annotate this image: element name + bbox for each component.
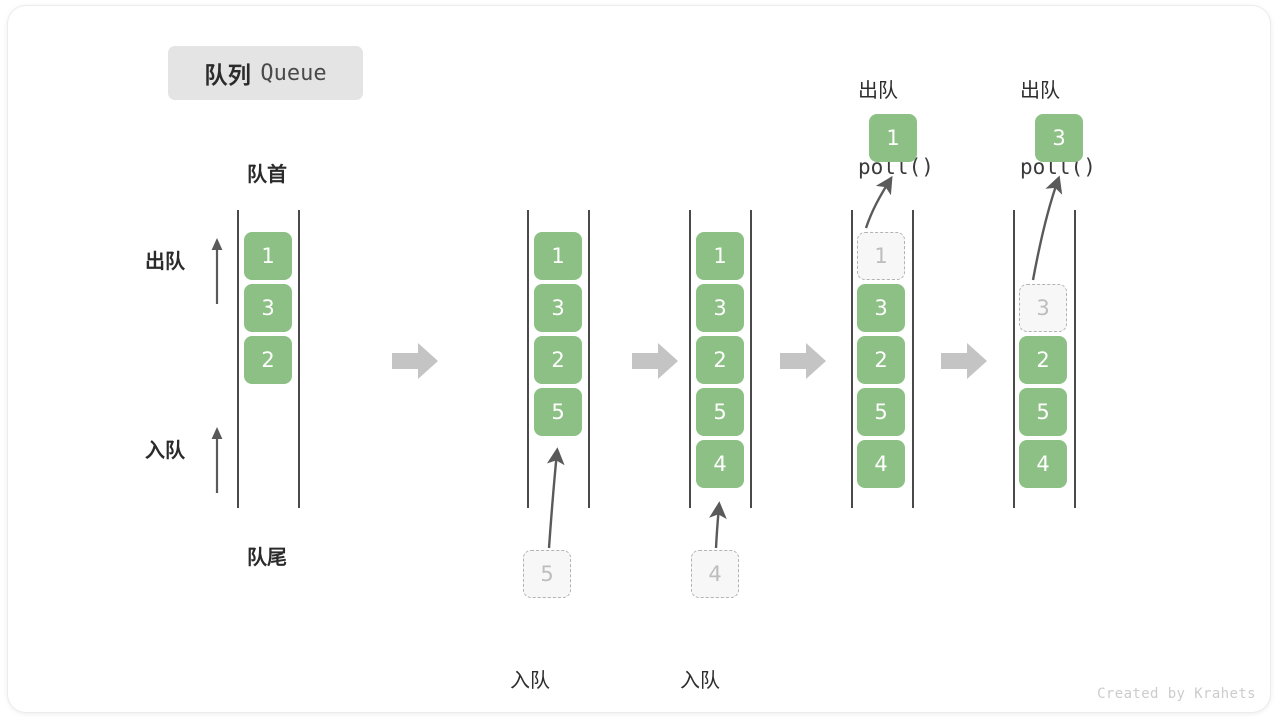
- queue-element: 1: [696, 232, 744, 280]
- title-chinese: 队列: [204, 63, 252, 89]
- incoming-ghost-element: 4: [691, 550, 739, 598]
- enqueue-direction-label: 入队: [145, 438, 185, 462]
- caption-chinese: 出队: [1020, 78, 1060, 103]
- stage-caption: 出队 poll(): [858, 30, 934, 229]
- queue-element: 4: [696, 440, 744, 488]
- stage-caption: 入队 offer(5): [510, 620, 611, 720]
- queue-element: 5: [1019, 388, 1067, 436]
- rail-right: [588, 210, 590, 508]
- queue-element: 1: [534, 232, 582, 280]
- queue-head-label: 队首: [247, 162, 287, 186]
- rail-right: [1074, 210, 1076, 508]
- enqueue-direction-arrow-icon: [211, 427, 223, 493]
- queue-element: 5: [534, 388, 582, 436]
- queue-element: 2: [857, 336, 905, 384]
- flow-arrow-icon: [392, 343, 438, 379]
- popped-element: 1: [869, 114, 917, 162]
- stage-caption: 入队 offer(4): [680, 620, 781, 720]
- title-english: Queue: [260, 60, 327, 86]
- rail-left: [527, 210, 529, 508]
- queue-element: 1: [244, 232, 292, 280]
- dequeue-direction-arrow-icon: [211, 238, 223, 304]
- rail-left: [1013, 210, 1015, 508]
- dequeue-direction-label: 出队: [145, 249, 185, 273]
- queue-element: 5: [696, 388, 744, 436]
- queue-element: 3: [696, 284, 744, 332]
- queue-element: 5: [857, 388, 905, 436]
- enqueue-motion-arrow-4: [709, 501, 727, 549]
- queue-tail-label: 队尾: [247, 545, 287, 569]
- caption-chinese: 入队: [680, 668, 720, 693]
- title-badge: 队列 Queue: [168, 46, 363, 100]
- queue-element: 4: [1019, 440, 1067, 488]
- caption-chinese: 入队: [510, 668, 550, 693]
- rail-left: [237, 210, 239, 508]
- queue-element: 2: [534, 336, 582, 384]
- queue-element: 2: [244, 336, 292, 384]
- queue-element: 4: [857, 440, 905, 488]
- stage-caption: 出队 poll(): [1020, 30, 1096, 229]
- enqueue-motion-arrow-5: [546, 447, 565, 549]
- rail-right: [750, 210, 752, 508]
- rail-left: [689, 210, 691, 508]
- popped-element: 3: [1035, 114, 1083, 162]
- queue-element: 2: [696, 336, 744, 384]
- flow-arrow-icon: [632, 343, 678, 379]
- removed-ghost-element: 3: [1019, 284, 1067, 332]
- flow-arrow-icon: [780, 343, 826, 379]
- rail-right: [912, 210, 914, 508]
- queue-element: 3: [857, 284, 905, 332]
- flow-arrow-icon: [941, 343, 987, 379]
- rail-left: [851, 210, 853, 508]
- watermark-credit: Created by Krahets: [1097, 686, 1256, 702]
- queue-element: 2: [1019, 336, 1067, 384]
- rail-right: [298, 210, 300, 508]
- queue-element: 3: [244, 284, 292, 332]
- caption-chinese: 出队: [858, 78, 898, 103]
- incoming-ghost-element: 5: [523, 550, 571, 598]
- removed-ghost-element: 1: [857, 232, 905, 280]
- queue-element: 3: [534, 284, 582, 332]
